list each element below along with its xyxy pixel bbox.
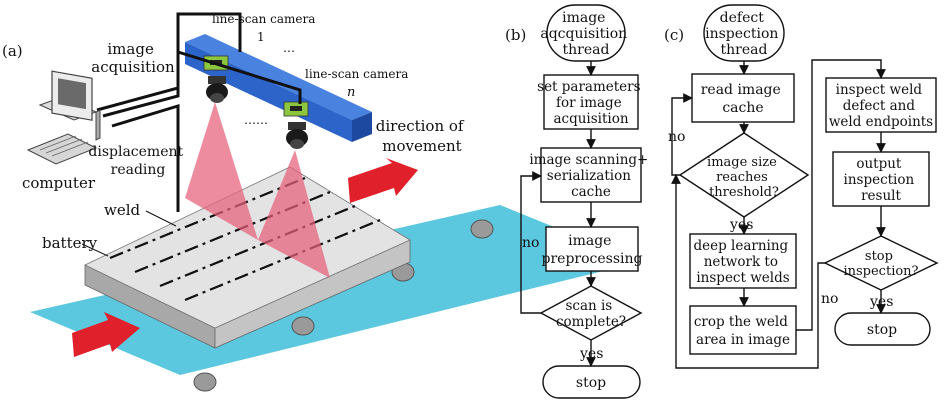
camera-dots: … (283, 41, 295, 55)
c-no-label-1: no (668, 129, 685, 145)
camera-n (283, 101, 309, 149)
c-step-3-text: crop the weld area in image (694, 314, 792, 348)
camera-n-beam (258, 150, 330, 278)
c-yes-label-2: yes (869, 294, 893, 310)
b-start-terminal (546, 4, 626, 62)
c-yes-label-1: yes (729, 217, 753, 233)
b-decision-text: scan is complete? (556, 298, 626, 330)
camera-n-label: line-scan camera (305, 67, 408, 81)
camera-mount-bar-top (185, 34, 372, 120)
panel-a-illustration (26, 12, 640, 392)
c-decision-1-text: image size reaches threshold? (707, 155, 781, 200)
c-start-text: defect inspection thread (705, 10, 783, 58)
displacement-reading-label: displacement reading (88, 144, 187, 178)
computer-label: computer (22, 174, 96, 192)
camera-n-index: n (347, 85, 355, 100)
weld-label: weld (104, 201, 141, 219)
c-step-read-cache (691, 73, 795, 123)
b-step-image-scanning (540, 147, 642, 203)
c-decision-2-text: stop inspection? (843, 249, 918, 279)
panel-b-label: (b) (505, 26, 526, 44)
b-no-label: no (522, 235, 539, 251)
c-no-loop-2 (671, 174, 825, 369)
battery-leader (81, 243, 109, 257)
c-step-5-text: output inspection result (844, 156, 919, 204)
direction-of-movement-label: direction of movement (376, 117, 469, 155)
panel-c-label: (c) (664, 26, 684, 44)
image-acquisition-label: image acquisition (91, 40, 175, 76)
b-yes-label: yes (579, 346, 603, 362)
panel-b-flowchart (520, 4, 643, 399)
b-start-text: image aqcquisition thread (540, 10, 631, 58)
b-step-1-text: set parameters for image acquisition (537, 79, 645, 127)
c-crop-to-inspect (796, 59, 886, 331)
conveyor-rollers (193, 219, 494, 392)
c-step-1-text: read image cache (701, 82, 786, 116)
b-step-3-text: image preprocessing (542, 233, 643, 267)
camera-1-beam (185, 102, 258, 240)
entry-arrow (72, 312, 140, 357)
camera-cables (96, 12, 302, 212)
camera-dots-mid: …… (244, 113, 268, 127)
c-step-crop-weld (689, 305, 797, 355)
b-no-loop (520, 171, 542, 314)
c-no-label-2: no (821, 291, 838, 307)
c-stop-text: stop (867, 322, 897, 338)
movement-arrow (348, 158, 418, 203)
b-step-2-text: image scanning+ serialization cache (529, 152, 652, 200)
panel-a-label: (a) (2, 42, 23, 60)
camera-1-label: line-scan camera (212, 12, 315, 26)
computer-icon (26, 70, 101, 165)
weld-leader (145, 210, 177, 227)
camera-mount-bar-end (352, 112, 372, 142)
panel-c-flowchart (671, 4, 939, 369)
c-step-output-result (832, 151, 930, 207)
c-step-2-text: deep learning network to inspect welds (693, 238, 792, 286)
b-step-preprocessing (545, 226, 639, 272)
battery-label: battery (42, 234, 98, 252)
c-step-4-text: inspect weld defect and weld endpoints (829, 82, 933, 130)
b-stop-text: stop (576, 375, 606, 391)
b-step-set-parameters (543, 74, 639, 130)
camera-1-index: 1 (257, 30, 265, 44)
